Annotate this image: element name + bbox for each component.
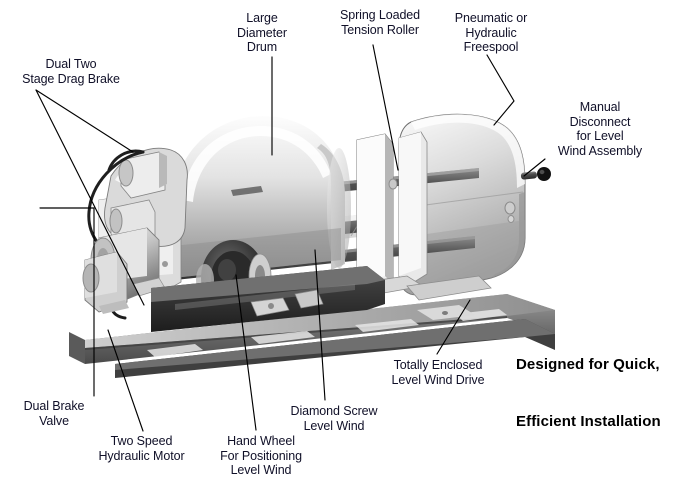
- callout-large-diameter-drum: Large Diameter Drum: [237, 11, 287, 54]
- gearbox-foot: [406, 275, 492, 301]
- level-wind-drive-cover: [151, 266, 385, 332]
- callout-manual-disconnect-for-level-wind-assembly: Manual Disconnect for Level Wind Assembl…: [557, 100, 643, 158]
- callout-hand-wheel-for-positioning-level-wind: Hand Wheel For Positioning Level Wind: [220, 434, 302, 477]
- manual-disconnect-knob: [520, 167, 551, 181]
- tension-roller-frame: [349, 131, 428, 297]
- callout-spring-loaded-tension-roller: Spring Loaded Tension Roller: [339, 8, 421, 37]
- callout-totally-enclosed-level-wind-drive: Totally Enclosed Level Wind Drive: [391, 358, 485, 387]
- winch-photo: [55, 88, 580, 378]
- callout-pneumatic-or-hydraulic-freespool: Pneumatic or Hydraulic Freespool: [454, 11, 528, 54]
- dual-brake-valve: [82, 251, 129, 314]
- callout-dual-two-stage-drag-brake: Dual Two Stage Drag Brake: [22, 57, 120, 86]
- tagline-line-1: Designed for Quick,: [516, 356, 660, 373]
- tagline-line-2: Efficient Installation: [516, 413, 661, 430]
- callout-dual-brake-valve: Dual Brake Valve: [23, 399, 85, 428]
- large-diameter-drum: [173, 116, 351, 278]
- tagline: Designed for Quick, Efficient Installati…: [516, 317, 661, 469]
- callout-diamond-screw-level-wind: Diamond Screw Level Wind: [290, 404, 378, 433]
- callout-two-speed-hydraulic-motor: Two Speed Hydraulic Motor: [98, 434, 185, 463]
